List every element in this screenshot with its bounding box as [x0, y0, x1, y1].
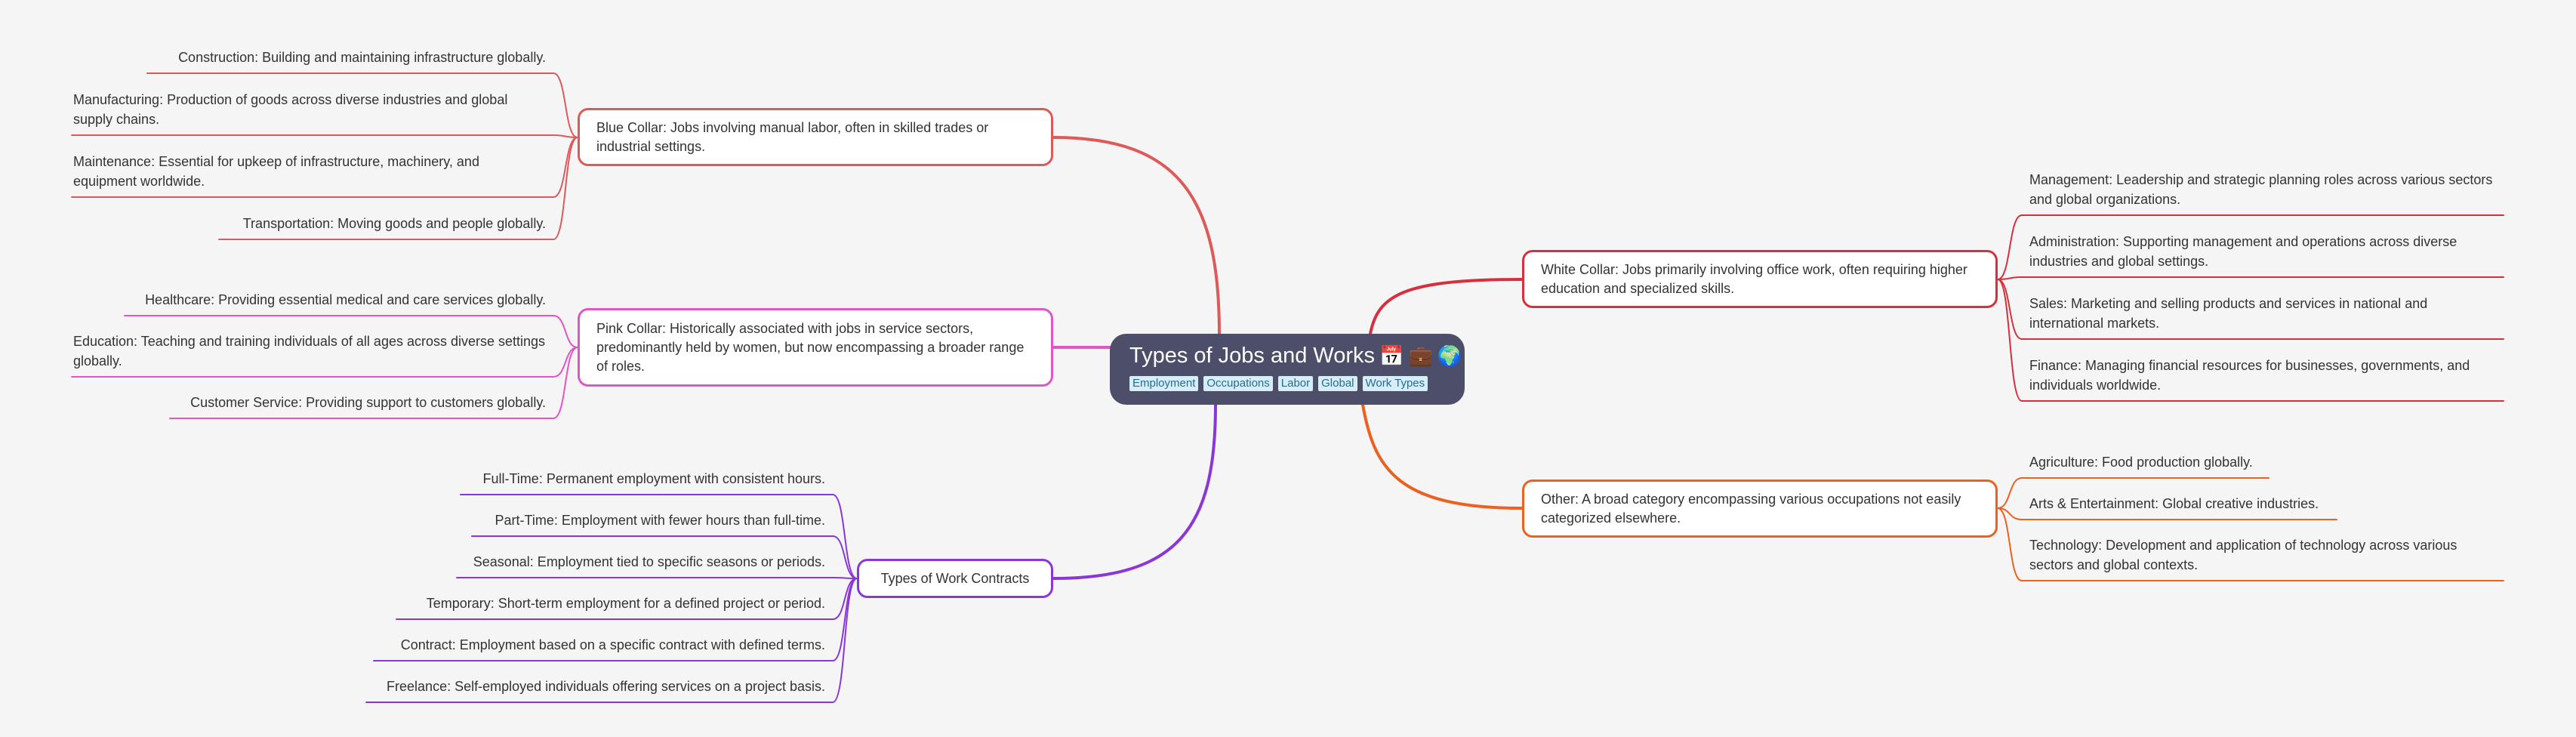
calendar-icon: 📅 [1379, 344, 1404, 367]
wire-central-white-collar [1369, 278, 1524, 335]
central-title-row: Types of Jobs and Works 📅 💼 🌍 [1129, 340, 1462, 372]
tag-occupations[interactable]: Occupations [1203, 376, 1273, 391]
leaf-part-time[interactable]: Part-Time: Employment with fewer hours t… [495, 513, 825, 528]
leaf-construction[interactable]: Construction: Building and maintaining i… [178, 50, 546, 65]
leaf-transportation[interactable]: Transportation: Moving goods and people … [242, 216, 546, 231]
wire-leaf-freelance [365, 578, 858, 703]
leaf-education[interactable]: Education: Teaching and training individ… [73, 334, 546, 368]
work-contracts-label: Types of Work Contracts [880, 570, 1030, 586]
leaf-management[interactable]: Management: Leadership and strategic pla… [2029, 172, 2493, 207]
leaf-freelance[interactable]: Freelance: Self-employed individuals off… [387, 679, 825, 694]
wire-leaf-temporary [396, 578, 858, 620]
white-collar-label: White Collar: Jobs primarily involving o… [1541, 261, 1967, 296]
wire-leaf-agriculture [1997, 477, 2269, 509]
blue-collar-node[interactable]: Blue Collar: Jobs involving manual labor… [578, 108, 1053, 166]
work-contracts-node[interactable]: Types of Work Contracts [857, 559, 1053, 598]
wire-leaf-customer-service [169, 347, 578, 419]
wire-leaf-construction [146, 72, 578, 138]
tag-list: Employment Occupations Labor Global Work… [1129, 376, 1445, 391]
wire-leaf-healthcare [124, 315, 578, 348]
leaf-full-time[interactable]: Full-Time: Permanent employment with con… [482, 471, 825, 486]
tag-global[interactable]: Global [1318, 376, 1357, 391]
tag-work-types[interactable]: Work Types [1362, 376, 1428, 391]
globe-icon: 🌍 [1437, 344, 1462, 367]
leaf-sales[interactable]: Sales: Marketing and selling products an… [2029, 296, 2428, 331]
pink-collar-label: Pink Collar: Historically associated wit… [596, 320, 1025, 374]
blue-collar-label: Blue Collar: Jobs involving manual labor… [596, 119, 989, 154]
leaf-seasonal[interactable]: Seasonal: Employment tied to specific se… [473, 554, 825, 569]
pink-collar-node[interactable]: Pink Collar: Historically associated wit… [578, 308, 1053, 387]
wire-leaf-full-time [460, 494, 858, 579]
wire-leaf-white-0 [1997, 214, 2504, 280]
leaf-manufacturing[interactable]: Manufacturing: Production of goods acros… [73, 92, 508, 127]
wire-leaf-education [71, 347, 578, 378]
wire-leaf-technology [1997, 507, 2504, 581]
leaf-contract[interactable]: Contract: Employment based on a specific… [400, 637, 825, 652]
wire-leaf-part-time [471, 535, 858, 579]
wire-leaf-transportation [218, 137, 578, 240]
central-title: Types of Jobs and Works [1129, 344, 1376, 368]
leaf-healthcare[interactable]: Healthcare: Providing essential medical … [145, 292, 546, 307]
briefcase-icon: 💼 [1408, 344, 1433, 367]
wire-central-blue-collar [1052, 136, 1221, 335]
other-node[interactable]: Other: A broad category encompassing var… [1522, 480, 1998, 538]
wire-leaf-manufacturing [71, 134, 578, 138]
white-collar-node[interactable]: White Collar: Jobs primarily involving o… [1522, 250, 1998, 308]
wire-leaf-white-1 [1997, 276, 2504, 280]
tag-employment[interactable]: Employment [1129, 376, 1199, 391]
wire-leaf-white-3 [1997, 279, 2504, 402]
leaf-arts-entertainment[interactable]: Arts & Entertainment: Global creative in… [2029, 496, 2319, 511]
wire-central-other [1361, 403, 1524, 510]
leaf-technology[interactable]: Technology: Development and application … [2029, 538, 2457, 572]
wire-leaf-arts-entertainment [1997, 507, 2337, 520]
tag-labor[interactable]: Labor [1277, 376, 1314, 391]
leaf-agriculture[interactable]: Agriculture: Food production globally. [2029, 455, 2253, 470]
leaf-maintenance[interactable]: Maintenance: Essential for upkeep of inf… [73, 154, 479, 189]
wire-leaf-white-2 [1997, 279, 2504, 340]
other-label: Other: A broad category encompassing var… [1541, 491, 1961, 526]
leaf-customer-service[interactable]: Customer Service: Providing support to c… [190, 395, 546, 410]
central-topic[interactable]: Types of Jobs and Works 📅 💼 🌍 Employment… [1110, 334, 1465, 405]
leaf-finance[interactable]: Finance: Managing financial resources fo… [2029, 358, 2470, 393]
wire-central-contracts [1052, 403, 1217, 580]
leaf-administration[interactable]: Administration: Supporting management an… [2029, 234, 2457, 269]
leaf-temporary[interactable]: Temporary: Short-term employment for a d… [426, 596, 825, 611]
